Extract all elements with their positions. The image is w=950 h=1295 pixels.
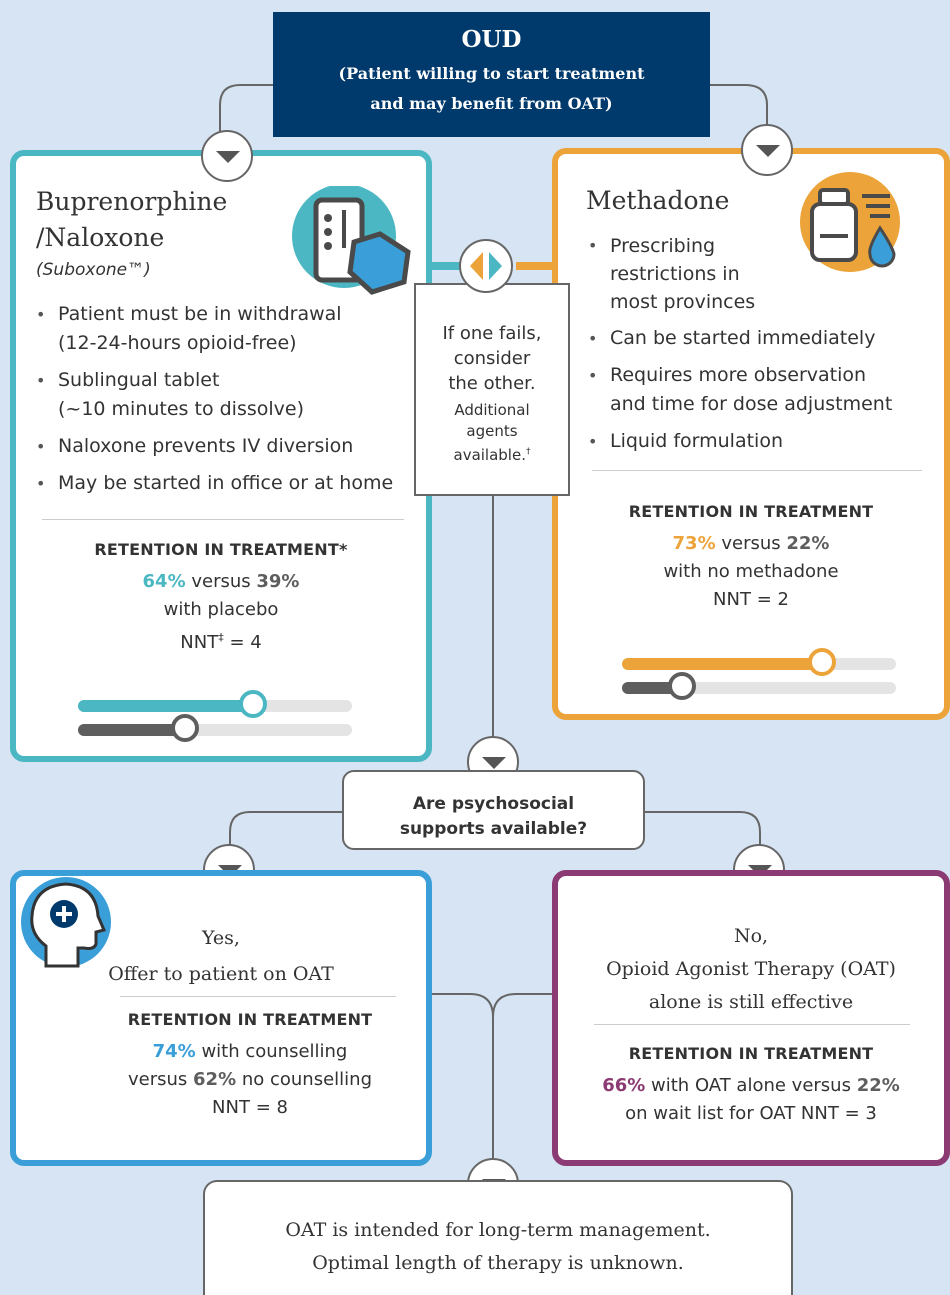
head-plus-icon bbox=[21, 877, 111, 968]
meth-retention-heading: RETENTION IN TREATMENT bbox=[628, 502, 874, 521]
final-note-box: OAT is intended for long-term management… bbox=[203, 1180, 793, 1295]
no-retention-line2: on wait list for OAT NNT = 3 bbox=[625, 1103, 877, 1124]
oud-title: OUD bbox=[461, 26, 522, 53]
question-line2: supports available? bbox=[399, 819, 588, 839]
no-title-line3: alone is still effective bbox=[648, 991, 854, 1013]
middle-small-line3: available.† bbox=[453, 446, 531, 464]
oud-subtitle-line2: and may benefit from OAT) bbox=[370, 94, 613, 113]
bup-bar-placebo-knob bbox=[170, 714, 199, 742]
divider bbox=[120, 996, 396, 997]
middle-small-line2: agents bbox=[466, 422, 518, 440]
no-title-line1: No, bbox=[733, 925, 769, 947]
bup-bar-placebo bbox=[78, 724, 185, 736]
meth-title: Methadone bbox=[586, 186, 730, 215]
yes-pct-b: 62% bbox=[193, 1069, 237, 1090]
meth-bar-treatment bbox=[622, 658, 823, 670]
bup-retention-bars bbox=[78, 690, 356, 744]
no-title-line2: Opioid Agonist Therapy (OAT) bbox=[606, 958, 896, 980]
no-pct-a: 66% bbox=[602, 1075, 646, 1096]
oud-subtitle-line1: (Patient willing to start treatment bbox=[338, 64, 645, 83]
middle-line3: the other. bbox=[448, 373, 536, 394]
psychosocial-question-box: Are psychosocial supports available? bbox=[342, 770, 645, 850]
bup-nnt: NNT‡ = 4 bbox=[180, 631, 262, 653]
buprenorphine-box: Buprenorphine /Naloxone (Suboxone™) Pati… bbox=[10, 150, 432, 762]
oud-header-box: OUD (Patient willing to start treatment … bbox=[273, 12, 710, 137]
swap-arrows-icon bbox=[459, 239, 513, 293]
divider bbox=[594, 1024, 910, 1025]
meth-bullet: Can be started immediately bbox=[588, 324, 928, 353]
meth-pct-b: 22% bbox=[786, 533, 830, 554]
middle-small-line1: Additional bbox=[454, 401, 530, 419]
bup-bullet: May be started in office or at home bbox=[36, 469, 416, 498]
question-line1: Are psychosocial bbox=[412, 794, 575, 814]
meth-nnt: NNT = 2 bbox=[713, 589, 789, 610]
yes-title-line2: Offer to patient on OAT bbox=[108, 963, 334, 985]
meth-retention-text: 73% versus 22% with no methadone NNT = 2 bbox=[558, 530, 944, 614]
yes-retention-text: 74% with counselling versus 62% no couns… bbox=[80, 1038, 420, 1122]
yes-nnt: NNT = 8 bbox=[212, 1097, 288, 1118]
yes-retention-heading: RETENTION IN TREATMENT bbox=[127, 1010, 373, 1029]
final-line2: Optimal length of therapy is unknown. bbox=[312, 1252, 684, 1274]
meth-bullet: Liquid formulation bbox=[588, 427, 928, 456]
yes-pct-a: 74% bbox=[152, 1041, 196, 1062]
yes-title-line1: Yes, bbox=[202, 927, 240, 949]
meth-bar-control bbox=[622, 682, 683, 694]
bup-title-line1: Buprenorphine bbox=[36, 187, 228, 216]
middle-line1: If one fails, bbox=[442, 323, 542, 344]
chevron-down-icon bbox=[741, 124, 793, 176]
meth-retention-line2: with no methadone bbox=[663, 561, 839, 582]
middle-line2: consider bbox=[453, 348, 531, 369]
no-retention-text: 66% with OAT alone versus 22% on wait li… bbox=[558, 1072, 944, 1128]
bup-bar-treatment-knob bbox=[239, 690, 268, 718]
meth-bar-treatment-knob bbox=[808, 648, 837, 676]
bup-bullet: Sublingual tablet(~10 minutes to dissolv… bbox=[36, 366, 416, 424]
no-pct-b: 22% bbox=[856, 1075, 900, 1096]
pill-blister-icon bbox=[292, 186, 411, 295]
bup-retention-line2: with placebo bbox=[163, 599, 279, 620]
divider bbox=[592, 470, 922, 471]
no-box: No, Opioid Agonist Therapy (OAT) alone i… bbox=[552, 870, 950, 1166]
divider bbox=[42, 519, 404, 520]
bup-bullet-list: Patient must be in withdrawal(12-24-hour… bbox=[36, 300, 416, 506]
alternate-agent-box: If one fails, consider the other. Additi… bbox=[414, 283, 570, 496]
bup-retention-text: 64% versus 39% with placebo NNT‡ = 4 bbox=[16, 568, 426, 657]
no-retention-heading: RETENTION IN TREATMENT bbox=[628, 1044, 874, 1063]
bup-retention-heading: RETENTION IN TREATMENT* bbox=[94, 540, 348, 559]
final-line1: OAT is intended for long-term management… bbox=[285, 1219, 711, 1241]
bup-subtitle: (Suboxone™) bbox=[36, 260, 151, 280]
bup-bar-treatment bbox=[78, 700, 254, 712]
meth-retention-bars bbox=[622, 648, 900, 702]
bup-title-line2: /Naloxone bbox=[36, 223, 165, 252]
bup-bullet: Patient must be in withdrawal(12-24-hour… bbox=[36, 300, 416, 358]
bup-pct-b: 39% bbox=[256, 571, 300, 592]
bup-pct-a: 64% bbox=[142, 571, 186, 592]
meth-bar-control-knob bbox=[668, 672, 697, 700]
chevron-down-icon bbox=[201, 130, 253, 182]
meth-pct-a: 73% bbox=[672, 533, 716, 554]
bup-bullet: Naloxone prevents IV diversion bbox=[36, 432, 416, 461]
